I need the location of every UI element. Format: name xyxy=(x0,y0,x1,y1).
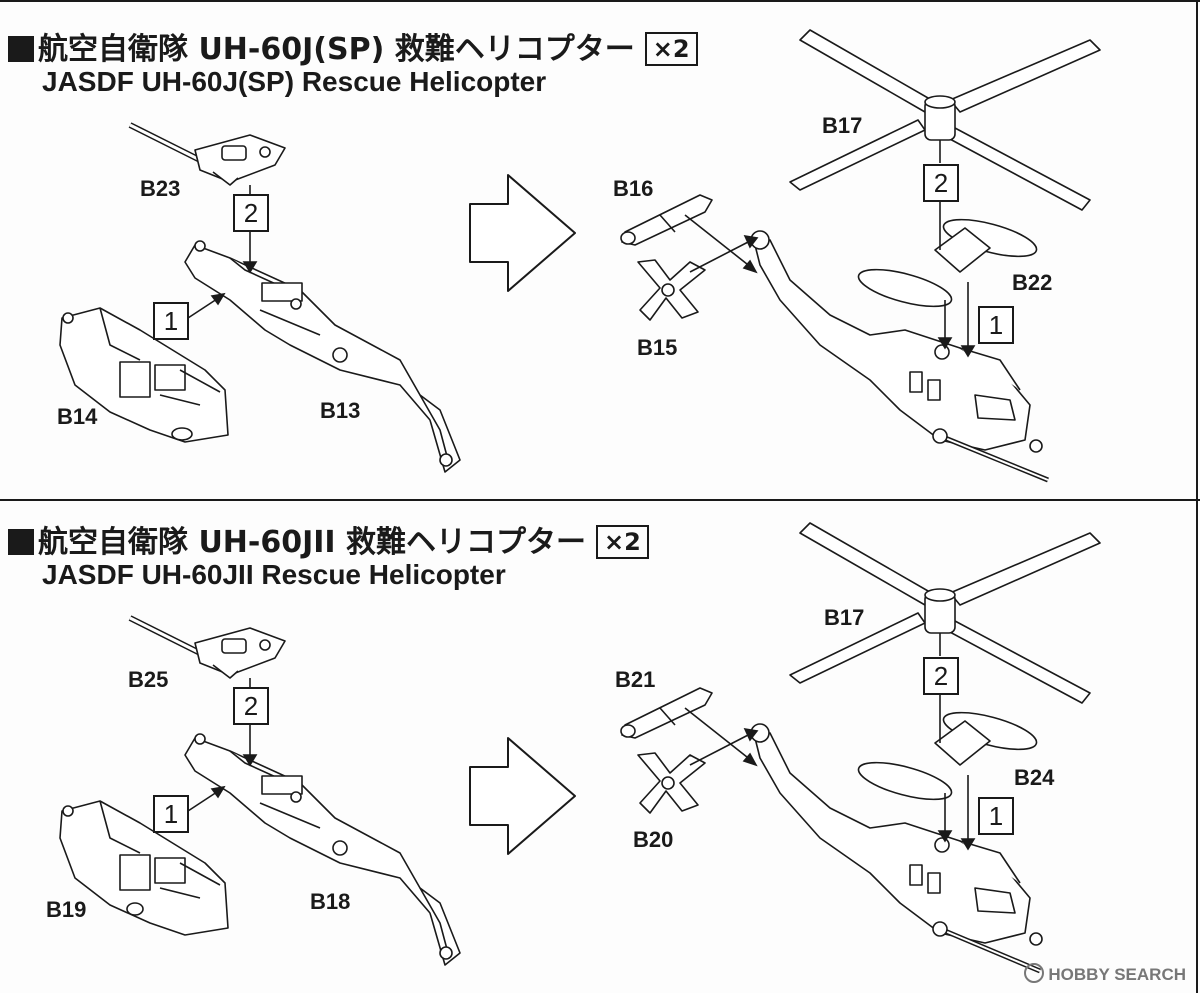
assembly-arrow-icon xyxy=(469,737,576,855)
part-label-mast: B23 xyxy=(140,176,181,201)
part-label-stabilizer: B16 xyxy=(613,176,654,201)
section-title-jp: 航空自衛隊 UH-60JII 救難ヘリコプター ×2 xyxy=(8,517,649,561)
main-rotor-part-drawing xyxy=(789,29,1101,211)
step-box-left-1: 1 xyxy=(153,302,189,340)
section-title-en: JASDF UH-60J(SP) Rescue Helicopter xyxy=(42,66,547,97)
section-divider xyxy=(0,499,1200,501)
step-box-left-2: 2 xyxy=(233,687,269,725)
part-label-main-rotor: B17 xyxy=(824,605,865,630)
hobby-search-logo-icon xyxy=(1024,963,1045,983)
step-box-right-1: 1 xyxy=(978,797,1014,835)
tail-rotor-part-drawing xyxy=(637,259,706,321)
step-box-right-2: 2 xyxy=(923,164,959,202)
fuel-tanks-part-drawing xyxy=(857,711,1038,801)
cabin-part-drawing xyxy=(59,307,229,443)
section-uh60jii: 航空自衛隊 UH-60JII 救難ヘリコプター ×2 JASDF UH-60JII… xyxy=(0,501,1200,993)
fuselage-part-drawing xyxy=(184,240,461,473)
part-label-fuel-tanks: B24 xyxy=(1014,765,1055,790)
part-label-fuel-tanks: B22 xyxy=(1012,270,1053,295)
black-square-bullet-icon xyxy=(8,529,34,555)
mast-part-drawing xyxy=(128,615,286,679)
black-square-bullet-icon xyxy=(8,36,34,62)
step-box-left-2: 2 xyxy=(233,194,269,232)
helicopter-assembled-drawing xyxy=(750,230,1049,483)
fuselage-part-drawing xyxy=(184,733,461,966)
part-label-mast: B25 xyxy=(128,667,169,692)
part-label-fuselage: B13 xyxy=(320,398,361,423)
part-label-cabin: B19 xyxy=(46,897,87,922)
step-box-right-2: 2 xyxy=(923,657,959,695)
helicopter-assembled-drawing xyxy=(750,723,1043,974)
part-label-tail-rotor: B20 xyxy=(633,827,674,852)
step-box-right-1: 1 xyxy=(978,306,1014,344)
mast-part-drawing xyxy=(128,122,286,186)
assembly-drawing xyxy=(59,29,1101,483)
stabilizer-part-drawing xyxy=(620,194,713,246)
part-label-fuselage: B18 xyxy=(310,889,351,914)
title-jp-text: 航空自衛隊 UH-60JII 救難ヘリコプター xyxy=(38,525,587,560)
assembly-arrow-icon xyxy=(469,174,576,292)
assembly-drawing xyxy=(59,522,1101,974)
title-jp-text: 航空自衛隊 UH-60J(SP) 救難ヘリコプター xyxy=(38,32,635,67)
frame-top-line xyxy=(0,0,1200,2)
part-label-cabin: B14 xyxy=(57,404,98,429)
quantity-badge: ×2 xyxy=(644,32,698,66)
section-uh60j-sp: 航空自衛隊 UH-60J(SP) 救難ヘリコプター ×2 JASDF UH-60J… xyxy=(8,24,1101,483)
step-box-left-1: 1 xyxy=(153,795,189,833)
watermark: HOBBY SEARCH xyxy=(1024,963,1186,985)
tail-rotor-part-drawing xyxy=(637,752,706,814)
watermark-text: HOBBY SEARCH xyxy=(1048,965,1186,984)
quantity-badge: ×2 xyxy=(596,525,649,559)
cabin-part-drawing xyxy=(59,800,229,936)
part-label-tail-rotor: B15 xyxy=(637,335,678,360)
section-title-jp: 航空自衛隊 UH-60J(SP) 救難ヘリコプター ×2 xyxy=(8,24,698,68)
part-label-main-rotor: B17 xyxy=(822,113,863,138)
stabilizer-part-drawing xyxy=(620,687,713,739)
main-rotor-part-drawing xyxy=(789,522,1101,704)
frame-right-line xyxy=(1196,0,1198,993)
section-title-en: JASDF UH-60JII Rescue Helicopter xyxy=(42,559,506,590)
part-label-stabilizer: B21 xyxy=(615,667,656,692)
fuel-tanks-part-drawing xyxy=(857,218,1038,308)
